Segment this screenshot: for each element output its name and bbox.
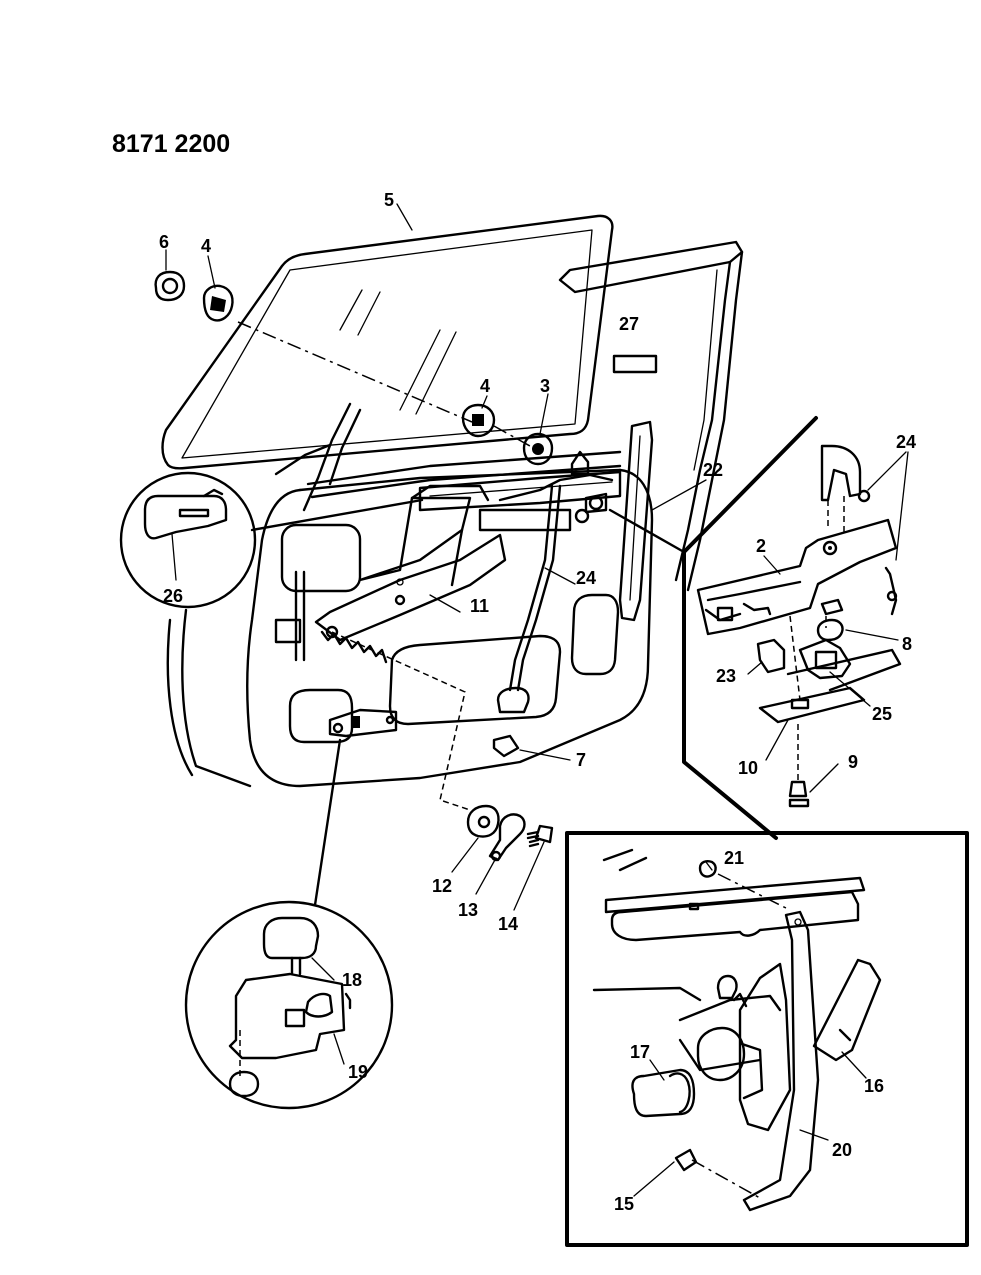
crank-parts (466, 804, 554, 862)
rear-glass-channel (618, 420, 654, 622)
door-glass (161, 214, 614, 470)
callout-23: 23 (716, 666, 736, 686)
regulator-motor (631, 1068, 696, 1118)
lift-channel (418, 470, 622, 512)
callout-25: 25 (872, 704, 892, 724)
callout-3: 3 (540, 376, 550, 396)
callout-19: 19 (348, 1062, 368, 1082)
regulator-plate (358, 496, 472, 582)
callout-24: 24 (576, 568, 596, 588)
regulator-arm (314, 533, 507, 642)
power-regulator-detail (592, 848, 882, 1212)
callout-27: 27 (619, 314, 639, 334)
door-inner-panel (246, 468, 654, 788)
door-assembly (161, 214, 744, 788)
detail-circle-18-19 (184, 900, 394, 1110)
callout-14: 14 (498, 914, 518, 934)
callout-10: 10 (738, 758, 758, 778)
callout-5: 5 (384, 190, 394, 210)
callout-11: 11 (470, 596, 489, 616)
callout-18: 18 (342, 970, 362, 990)
callout-20: 20 (832, 1140, 852, 1160)
detail-circle-26 (119, 471, 257, 609)
callout-17: 17 (630, 1042, 650, 1062)
sector-gear (320, 630, 388, 664)
callout-7: 7 (576, 750, 586, 770)
callout-16: 16 (864, 1076, 884, 1096)
latch-detail (228, 916, 352, 1098)
callout-12: 12 (432, 876, 452, 896)
callout-21: 21 (724, 848, 744, 868)
regulator-channel-detail (696, 444, 902, 808)
callout-13: 13 (458, 900, 478, 920)
callout-22: 22 (703, 460, 723, 480)
callout-6: 6 (159, 232, 169, 252)
callout-9: 9 (848, 752, 858, 772)
document-id: 8171 2200 (112, 130, 230, 158)
label-plate (612, 354, 658, 374)
callout-4: 4 (480, 376, 490, 396)
power-regulator-box (565, 831, 969, 1247)
callout-leaders (165, 203, 909, 1197)
door-latch (328, 708, 398, 738)
callout-2: 2 (756, 536, 766, 556)
glass-stop-hardware (154, 270, 554, 466)
callout-15: 15 (614, 1194, 634, 1214)
callout-24-right: 24 (896, 432, 916, 452)
callout-26: 26 (163, 586, 183, 606)
callout-labels: 5 6 4 27 4 3 22 24 2 8 23 25 10 9 26 11 … (159, 190, 916, 1214)
callout-4-top: 4 (201, 236, 211, 256)
callout-8: 8 (902, 634, 912, 654)
